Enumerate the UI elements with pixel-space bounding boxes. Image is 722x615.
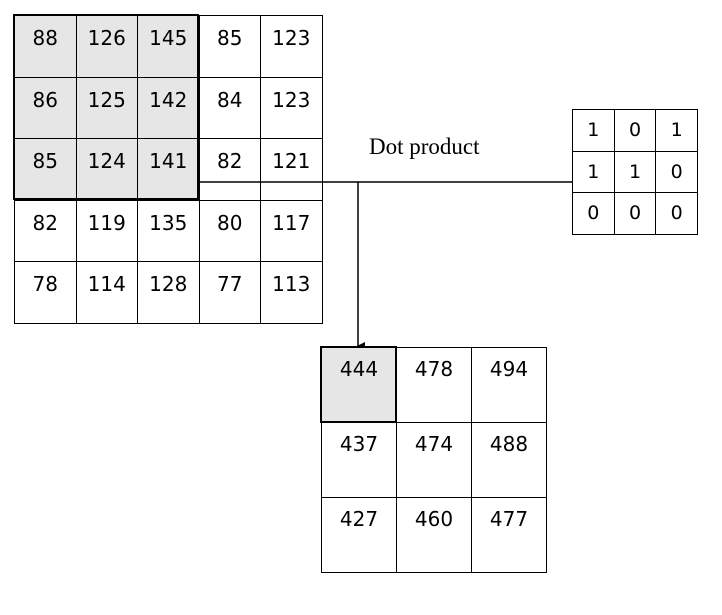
kernel-cell: 0 xyxy=(613,109,657,152)
input-cell: 119 xyxy=(75,199,138,262)
input-cell: 114 xyxy=(75,261,138,324)
input-cell: 121 xyxy=(260,138,323,201)
input-cell: 123 xyxy=(260,15,323,78)
output-cell: 488 xyxy=(471,422,547,498)
output-matrix: 444 478 494 437 474 488 427 460 477 xyxy=(321,347,547,573)
kernel-cell: 1 xyxy=(572,150,615,194)
input-cell: 124 xyxy=(75,138,138,201)
input-cell: 77 xyxy=(198,261,261,324)
output-cell: 494 xyxy=(471,347,547,423)
output-row: 444 478 494 xyxy=(321,347,547,423)
input-cell: 113 xyxy=(260,261,323,324)
input-cell: 117 xyxy=(260,199,323,262)
kernel-cell: 1 xyxy=(613,150,657,194)
kernel-cell: 1 xyxy=(572,109,615,152)
kernel-row: 0 0 0 xyxy=(572,192,699,236)
input-row: 88 126 145 85 123 xyxy=(14,15,323,78)
input-cell: 80 xyxy=(198,199,261,262)
kernel-cell: 0 xyxy=(572,192,615,236)
kernel-row: 1 1 0 xyxy=(572,150,699,194)
output-cell: 427 xyxy=(321,497,397,573)
output-row: 427 460 477 xyxy=(321,497,547,573)
kernel-matrix: 1 0 1 1 1 0 0 0 0 xyxy=(572,109,699,236)
input-matrix: 88 126 145 85 123 86 125 142 84 123 85 1… xyxy=(14,15,323,324)
input-cell: 85 xyxy=(198,15,261,78)
dot-product-label: Dot product xyxy=(369,134,480,159)
input-row: 86 125 142 84 123 xyxy=(14,76,323,139)
input-cell: 86 xyxy=(14,76,77,139)
input-cell: 141 xyxy=(137,138,200,201)
kernel-cell: 0 xyxy=(613,192,657,236)
output-cell: 474 xyxy=(396,422,472,498)
output-cell: 478 xyxy=(396,347,472,423)
input-cell: 125 xyxy=(75,76,138,139)
input-cell: 88 xyxy=(14,15,77,78)
kernel-cell: 0 xyxy=(655,150,699,194)
kernel-cell: 0 xyxy=(655,192,699,236)
output-cell: 444 xyxy=(321,347,397,423)
input-cell: 128 xyxy=(137,261,200,324)
input-cell: 84 xyxy=(198,76,261,139)
input-row: 78 114 128 77 113 xyxy=(14,261,323,324)
output-cell: 437 xyxy=(321,422,397,498)
output-cell: 460 xyxy=(396,497,472,573)
input-cell: 123 xyxy=(260,76,323,139)
output-cell: 477 xyxy=(471,497,547,573)
output-row: 437 474 488 xyxy=(321,422,547,498)
